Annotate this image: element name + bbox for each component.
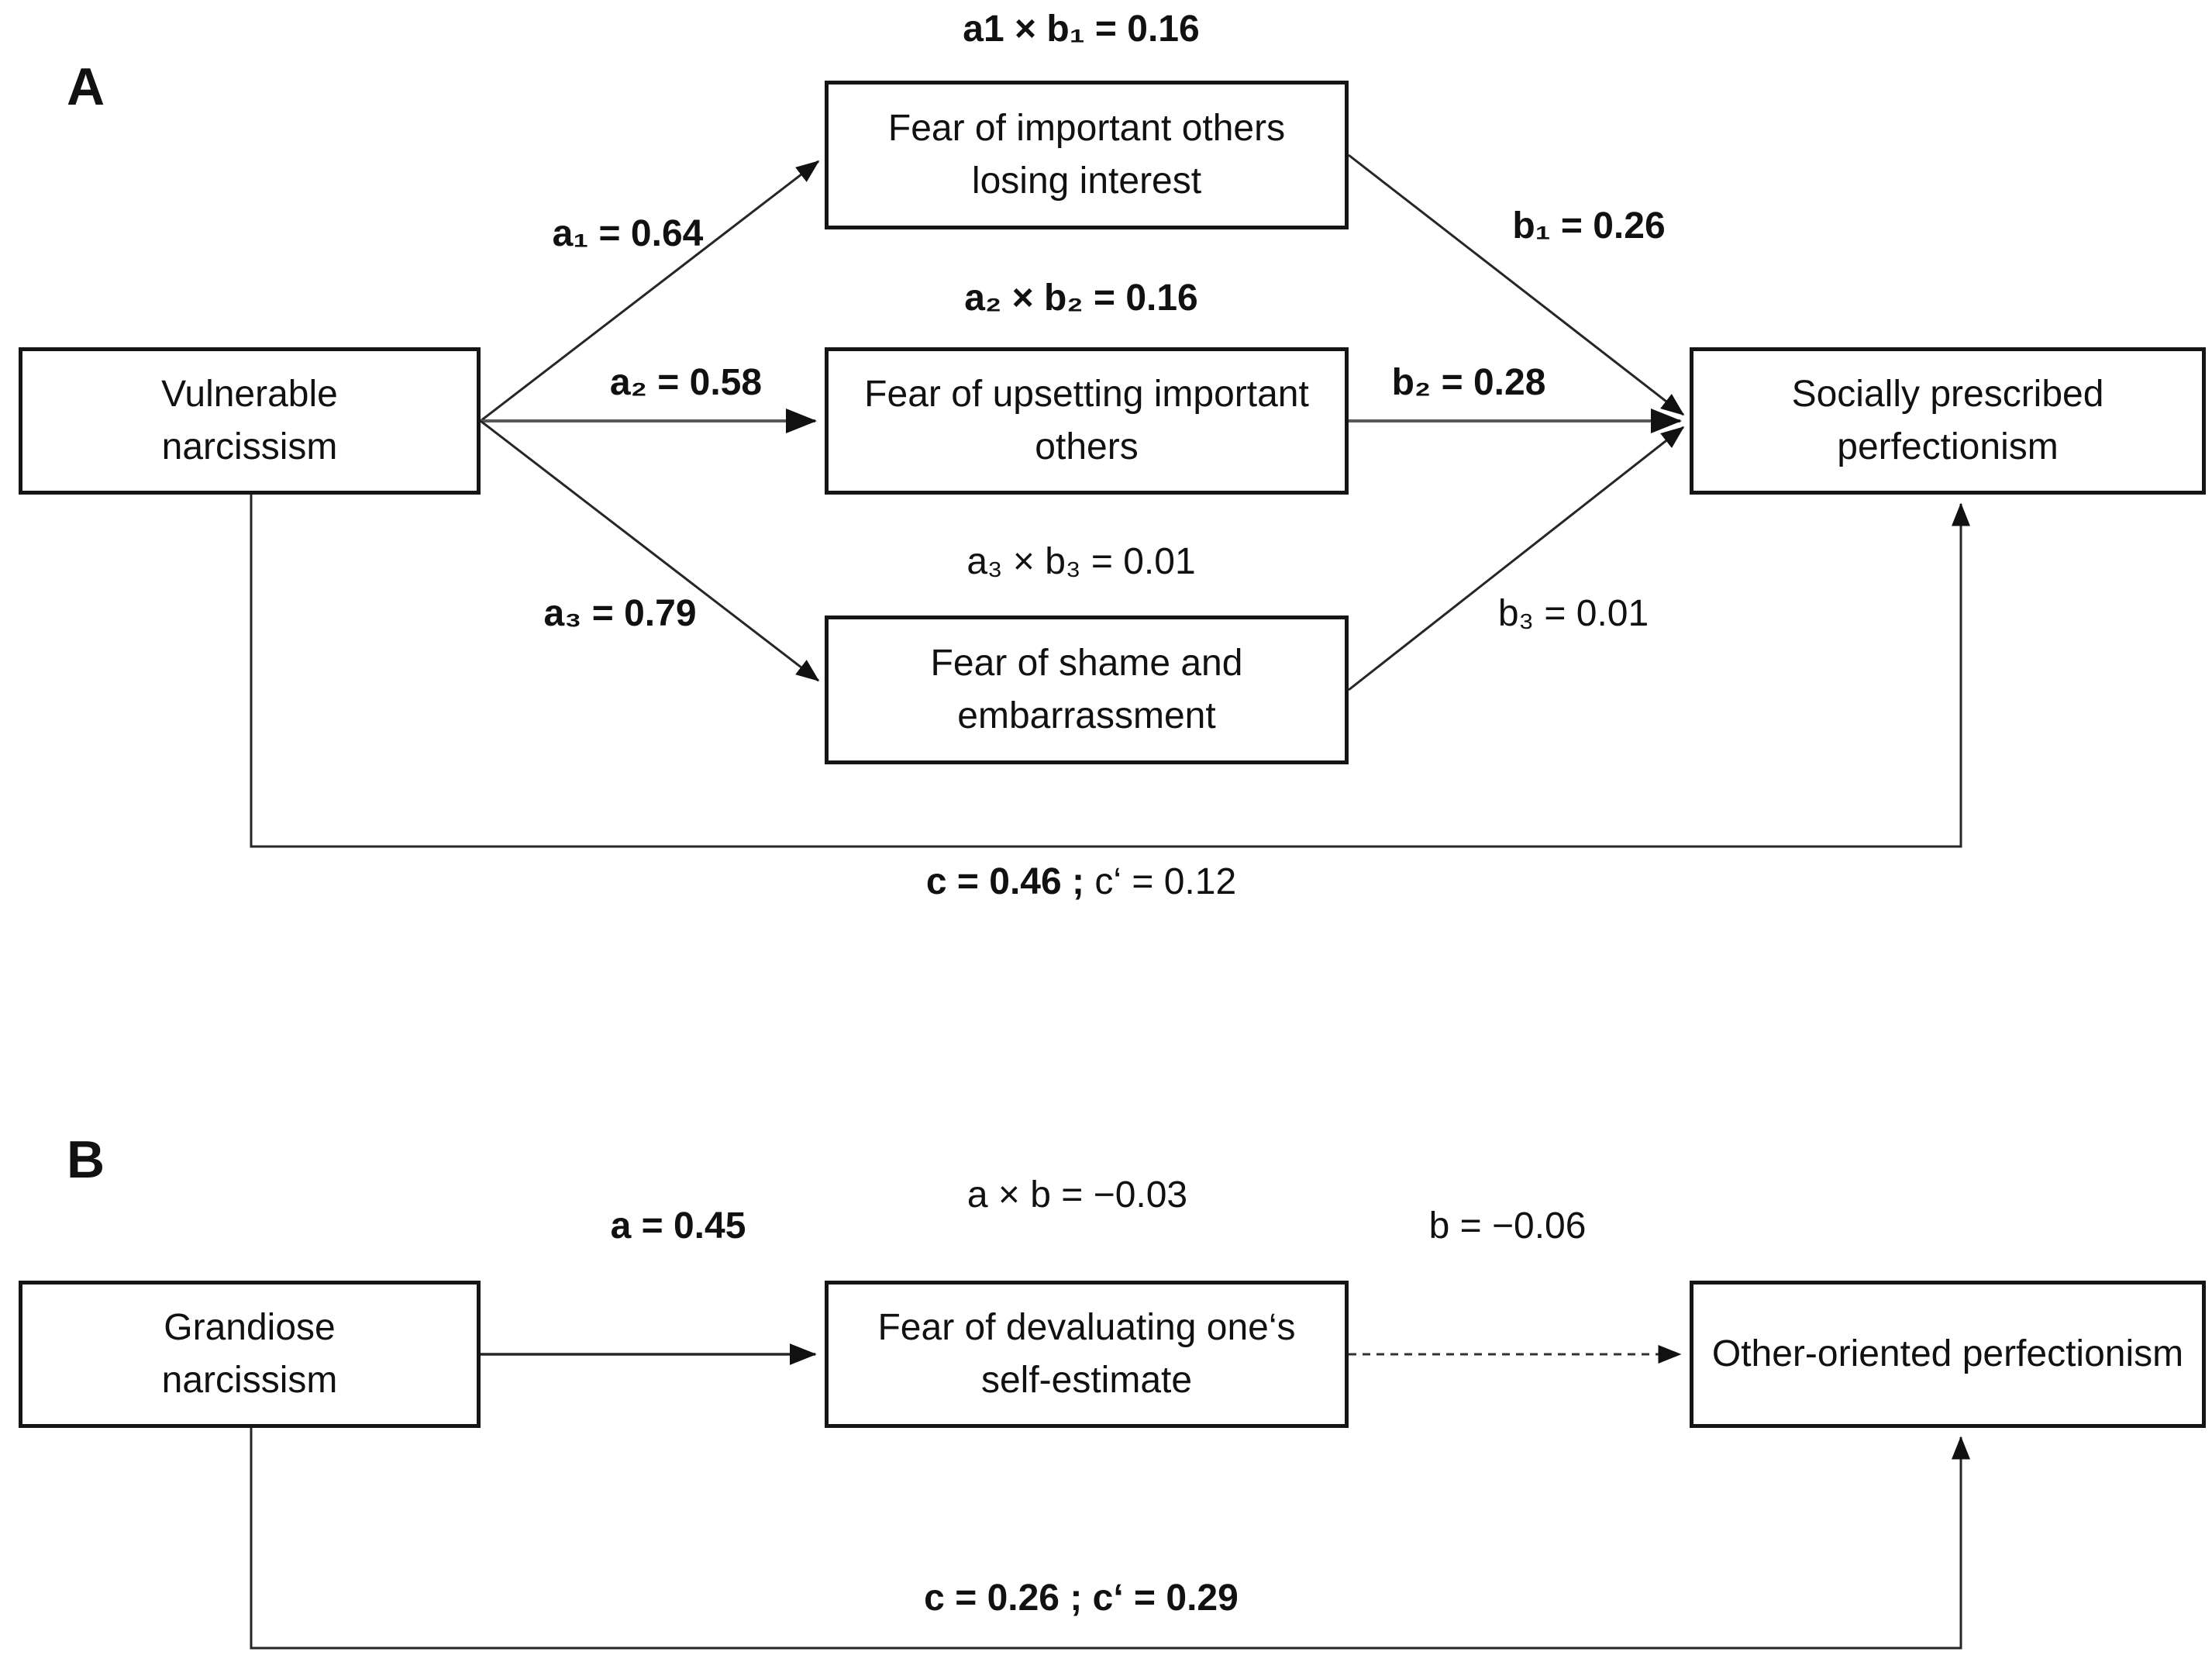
mediator-box-losing-interest: Fear of important others losing interest <box>825 81 1349 229</box>
path-b2-label: b₂ = 0.28 <box>1391 362 1546 403</box>
direct-effect-a-text: c‘ = 0.12 <box>1094 861 1237 902</box>
mediator-1-text: Fear of important others losing interest <box>887 107 1286 202</box>
outcome-box-other-oriented: Other-oriented perfectionism <box>1690 1281 2206 1428</box>
arrow-a3-path <box>480 419 820 682</box>
path-b1-label: b₁ = 0.26 <box>1512 205 1666 247</box>
indirect-effect-2-label: a₂ × b₂ = 0.16 <box>964 278 1198 319</box>
predictor-box-b-text: Grandiose narcissism <box>161 1306 338 1401</box>
panel-a-label: A <box>67 57 105 116</box>
path-a1-label: a₁ = 0.64 <box>552 213 704 254</box>
outcome-box-b-text: Other-oriented perfectionism <box>1711 1333 2184 1374</box>
predictor-box-vulnerable-narcissism: Vulnerable narcissism <box>19 347 481 495</box>
mediator-box-upsetting-others: Fear of upsetting important others <box>825 347 1349 495</box>
arrow-c-path-b <box>250 1428 1970 1650</box>
outcome-box-a-text: Socially prescribed perfectionism <box>1791 373 2104 467</box>
mediator-box-devaluating-self-estimate: Fear of devaluating one‘s self-estimate <box>825 1281 1349 1428</box>
mediator-3-text: Fear of shame and embarrassment <box>930 642 1243 736</box>
path-a2-label: a₂ = 0.58 <box>609 362 763 403</box>
path-a3-label: a₃ = 0.79 <box>543 593 697 634</box>
path-a-label-b: a = 0.45 <box>610 1205 746 1247</box>
mediator-2-text: Fear of upsetting important others <box>864 373 1309 467</box>
total-effect-a-text: c = 0.46 ; <box>925 861 1084 902</box>
path-b3-label: b₃ = 0.01 <box>1497 593 1649 634</box>
panel-b-label: B <box>67 1130 105 1189</box>
indirect-effect-b-label: a × b = −0.03 <box>966 1174 1188 1216</box>
arrow-b3-path <box>1348 426 1685 691</box>
mediator-b-text: Fear of devaluating one‘s self-estimate <box>877 1306 1296 1401</box>
outcome-box-socially-prescribed: Socially prescribed perfectionism <box>1690 347 2206 495</box>
indirect-effect-1-label: a1 × b₁ = 0.16 <box>963 9 1200 50</box>
arrow-c-path-a <box>250 495 1970 848</box>
predictor-box-grandiose-narcissism: Grandiose narcissism <box>19 1281 481 1428</box>
arrow-a1-path <box>480 160 820 422</box>
predictor-box-a-text: Vulnerable narcissism <box>161 373 338 467</box>
c-effects-label-a: c = 0.46 ; c‘ = 0.12 <box>925 861 1237 903</box>
indirect-effect-3-label: a₃ × b₃ = 0.01 <box>966 541 1196 582</box>
arrow-b1-path <box>1348 153 1685 416</box>
mediator-box-shame-embarrassment: Fear of shame and embarrassment <box>825 616 1349 764</box>
path-b-label-b: b = −0.06 <box>1428 1205 1587 1247</box>
c-effects-label-b: c = 0.26 ; c‘ = 0.29 <box>924 1578 1239 1619</box>
